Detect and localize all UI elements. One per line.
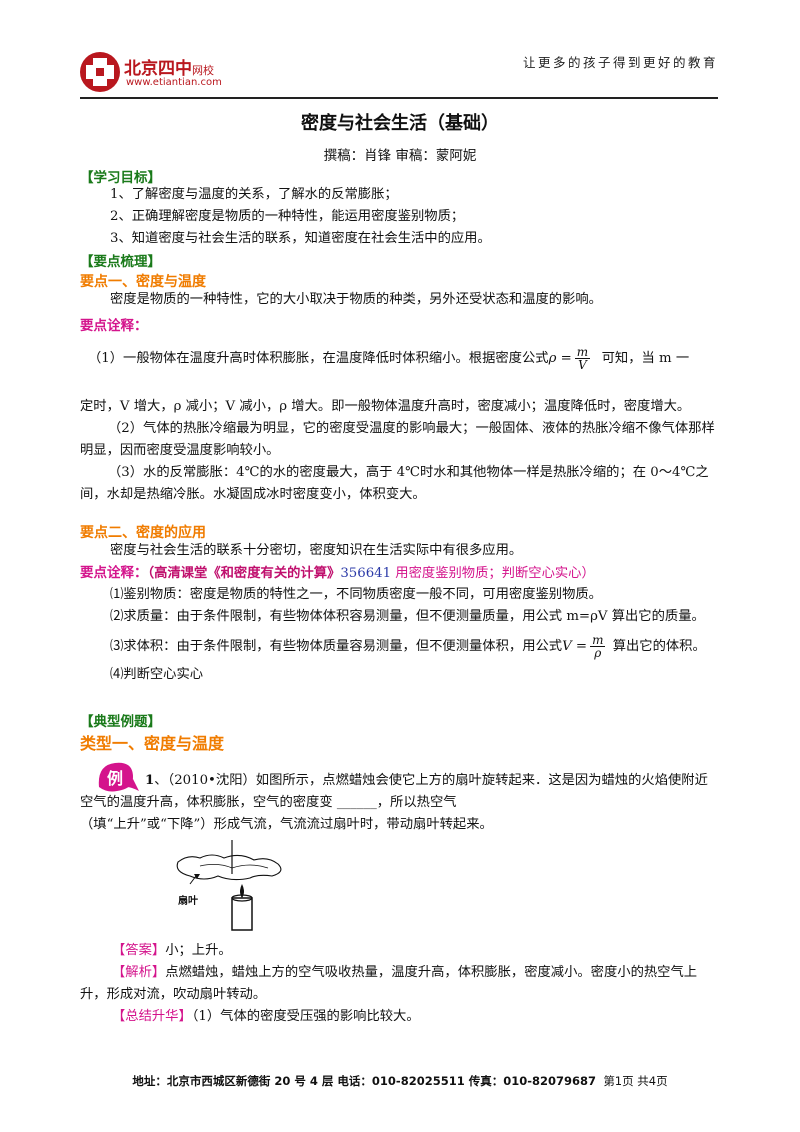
candle-fan-illustration bbox=[176, 840, 282, 931]
analysis-label: 【解析】 bbox=[112, 965, 166, 980]
footer-page-number: 第1页 共4页 bbox=[603, 1074, 668, 1088]
example-badge-icon bbox=[98, 762, 139, 792]
slogan: 让更多的孩子得到更好的教育 bbox=[522, 55, 718, 70]
analysis-paragraph: 【解析】点燃蜡烛，蜡烛上方的空气吸收热量，温度升高，体积膨胀，密度减小。密度小的… bbox=[80, 965, 698, 1002]
document-title: 密度与社会生活（基础） bbox=[301, 113, 499, 134]
point-2-note-4: ⑷判断空心实心 bbox=[110, 667, 204, 682]
page-footer: 地址：北京市西城区新德街 20 号 4 层 电话：010-82025511 传真… bbox=[0, 1073, 800, 1089]
logo-emblem-icon bbox=[80, 52, 120, 92]
example-badge: 例 bbox=[93, 757, 139, 797]
goal-item-2: 2、正确理解密度是物质的一种特性，能运用密度鉴别物质； bbox=[110, 209, 465, 224]
point-2-heading: 要点二、密度的应用 bbox=[80, 525, 206, 541]
footer-address: 地址：北京市西城区新德街 20 号 4 层 电话：010-82025511 传真… bbox=[132, 1074, 596, 1088]
points-heading: 【要点梳理】 bbox=[80, 254, 161, 270]
question-1-line-3: （填“上升”或“下降”）形成气流，气流流过扇叶时，带动扇叶转起来。 bbox=[80, 817, 493, 832]
example-badge-text: 例 bbox=[107, 769, 124, 788]
header-divider bbox=[80, 97, 718, 99]
point-1-heading: 要点一、密度与温度 bbox=[80, 274, 206, 290]
lecture-topic[interactable]: 用密度鉴别物质；判断空心实心） bbox=[391, 566, 595, 581]
point-1-note-3: （3）水的反常膨胀：4℃的水的密度最大，高于 4℃时水和其他物体一样是热胀冷缩的… bbox=[80, 465, 709, 502]
lecture-link[interactable]: （高清课堂《和密度有关的计算》 bbox=[147, 566, 341, 581]
lecture-id[interactable]: 356641 bbox=[340, 566, 392, 581]
candle-fan-figure: 扇叶 bbox=[160, 840, 320, 932]
logo: 北京四中网校 www.etiantian.com bbox=[80, 50, 280, 96]
goal-item-3: 3、知道密度与社会生活的联系，知道密度在社会生活中的应用。 bbox=[110, 231, 491, 246]
point-2-note-heading: 要点诠释： bbox=[80, 565, 148, 581]
point-2-note-1: ⑴鉴别物质：密度是物质的特性之一，不同物质密度一般不同，可用密度鉴别物质。 bbox=[110, 587, 602, 602]
examples-heading: 【典型例题】 bbox=[80, 714, 161, 730]
goal-item-1: 1、了解密度与温度的关系，了解水的反常膨胀； bbox=[110, 187, 398, 202]
point-2-note-2: ⑵求质量：由于条件限制，有些物体体积容易测量，但不便测量质量，用公式 m=ρV … bbox=[110, 609, 705, 624]
fan-blade-label: 扇叶 bbox=[178, 896, 198, 907]
point-1-note-2: （2）气体的热胀冷缩最为明显，它的密度受温度的影响最大；一般固体、液体的热胀冷缩… bbox=[80, 421, 715, 458]
answer-label: 【答案】 bbox=[112, 943, 166, 958]
point-2-note-line: 要点诠释：（高清课堂《和密度有关的计算》356641 用密度鉴别物质；判断空心实… bbox=[80, 562, 595, 585]
point-2-text: 密度与社会生活的联系十分密切，密度知识在生活实际中有很多应用。 bbox=[110, 543, 523, 558]
question-1-line-2: 空气的温度升高，体积膨胀，空气的密度变 ______，所以热空气 bbox=[80, 795, 457, 810]
logo-url: www.etiantian.com bbox=[126, 77, 222, 88]
summary-line: 【总结升华】（1）气体的密度受压强的影响比较大。 bbox=[112, 1009, 420, 1024]
answer-line: 【答案】小；上升。 bbox=[112, 943, 232, 958]
goals-heading: 【学习目标】 bbox=[80, 170, 161, 186]
point-1-text: 密度是物质的一种特性，它的大小取决于物质的种类，另外还受状态和温度的影响。 bbox=[110, 292, 602, 307]
question-1-line-1: 1、（2010•沈阳）如图所示，点燃蜡烛会使它上方的扇叶旋转起来．这是因为蜡烛的… bbox=[145, 773, 708, 788]
summary-label: 【总结升华】 bbox=[112, 1009, 192, 1024]
type-1-heading: 类型一、密度与温度 bbox=[80, 734, 225, 753]
authors-line: 撰稿：肖锋 审稿：蒙阿妮 bbox=[323, 148, 477, 164]
logo-name: 北京四中网校 bbox=[124, 59, 214, 79]
point-1-note-1-line-2: 定时，V 增大，ρ 减小；V 减小，ρ 增大。即一般物体温度升高时，密度减小；温… bbox=[80, 399, 691, 414]
point-1-note-heading: 要点诠释： bbox=[80, 318, 148, 334]
